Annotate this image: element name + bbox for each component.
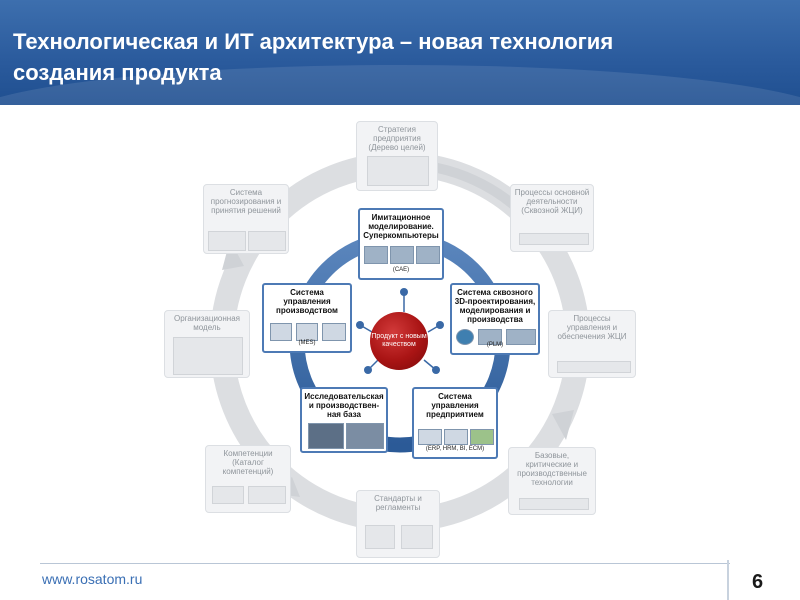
production-image (346, 423, 384, 449)
node-core-processes: Процессы основной деятельности (Сквозной… (510, 184, 594, 252)
node-management-processes: Процессы управления и обеспечения ЖЦИ (548, 310, 636, 378)
hrm-screen-image (444, 429, 468, 445)
dashboard-thumbnail (208, 231, 246, 251)
node-org-model: Организационная модель (164, 310, 250, 378)
simulation-image (416, 246, 440, 264)
tech-thumbnail (519, 498, 589, 510)
bi-screen-image (470, 429, 494, 445)
org-chart-thumbnail (173, 337, 243, 375)
footer-separator (727, 560, 729, 600)
process-thumbnail (557, 361, 631, 373)
laboratory-image (308, 423, 344, 449)
node-enterprise-management: Система управления предприятием (ERP, HR… (412, 387, 498, 459)
node-technologies: Базовые, критические и производственные … (508, 447, 596, 515)
supercomputer-image (390, 246, 414, 264)
process-thumbnail (519, 233, 589, 245)
node-forecasting: Система прогнозирования и принятия решен… (203, 184, 289, 254)
catalog-thumbnail (248, 486, 286, 504)
network-thumbnail (401, 525, 433, 549)
center-product-circle: Продукт с новым качеством (370, 312, 428, 370)
catalog-thumbnail (212, 486, 244, 504)
supercomputer-image (364, 246, 388, 264)
dashboard-thumbnail (248, 231, 286, 251)
node-simulation: Имитационное моделирование. Суперкомпьют… (358, 208, 444, 280)
document-thumbnail (365, 525, 395, 549)
node-strategy: Стратегия предприятия (Дерево целей) (356, 121, 438, 191)
footer-divider (40, 563, 730, 564)
node-standards: Стандарты и регламенты (356, 490, 440, 558)
node-3d-design: Система сквозного 3D-проектирования, мод… (450, 283, 540, 355)
page-number: 6 (752, 571, 763, 594)
node-research-base: Исследовательская и производствен-ная ба… (300, 387, 388, 453)
erp-screen-image (418, 429, 442, 445)
tree-diagram-thumbnail (367, 156, 429, 186)
node-production-management: Система управления производством (MES) (262, 283, 352, 353)
footer-url: www.rosatom.ru (42, 571, 142, 587)
node-competencies: Компетенции (Каталог компетенций) (205, 445, 291, 513)
